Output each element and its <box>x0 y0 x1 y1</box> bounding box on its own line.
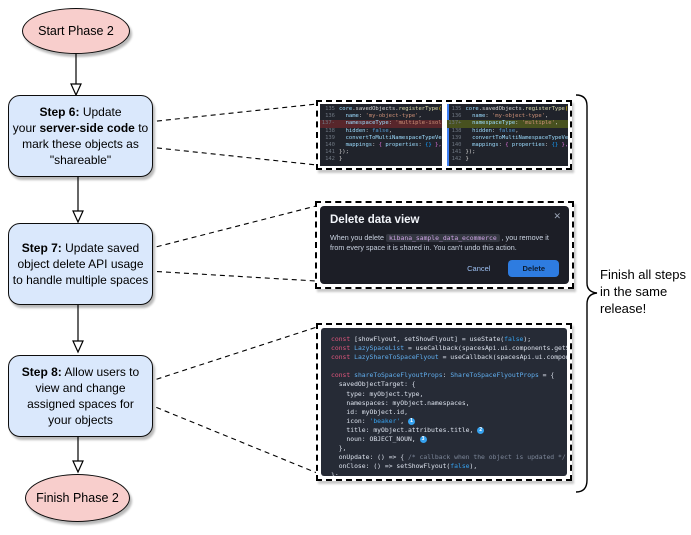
code-line: const [showFlyout, setShowFlyout] = useS… <box>331 335 532 343</box>
diff-line: 138 hidden: false, <box>451 127 519 134</box>
finish-label: Finish Phase 2 <box>36 491 119 505</box>
diff-line: 139 convertToMultiNamespaceTypeVersion: … <box>325 134 442 141</box>
arrow-step7-to-step8 <box>72 303 84 354</box>
diff-line: 138 hidden: false, <box>325 127 392 134</box>
node-finish-phase-2: Finish Phase 2 <box>25 474 130 522</box>
code-line: onUpdate: () => { /* callback when the o… <box>331 453 566 462</box>
code-line: }; <box>331 471 339 476</box>
arrow-step8-to-finish <box>72 435 84 474</box>
code-line: const LazySpaceList = useCallback(spaces… <box>331 344 567 353</box>
connector-step6-bottom <box>147 146 318 166</box>
data-view-code-badge: kibana_sample_data_ecommerce <box>385 234 500 242</box>
diff-line: 136 name: 'my-object-type', <box>325 113 422 120</box>
diff-line: 137+ namespaceType: 'multiple', <box>446 120 568 128</box>
code-line <box>331 362 567 371</box>
start-label: Start Phase 2 <box>38 24 114 38</box>
diff-line: 136 name: 'my-object-type', <box>451 113 549 120</box>
code-line: noun: OBJECT_NOUN, 3 <box>331 435 427 444</box>
code-line: namespaces: myObject.namespaces, <box>331 398 470 407</box>
screenshot-delete-modal: Delete data view ✕ When you delete kiban… <box>315 201 574 289</box>
code-line: const shareToSpaceFlyoutProps: ShareToSp… <box>331 371 555 380</box>
code-line: icon: 'beaker', 1 <box>331 416 415 425</box>
modal-body-prefix: When you delete <box>330 233 386 242</box>
code-line: title: myObject.attributes.title, 2 <box>331 425 485 434</box>
diff-line: 140 mappings: { properties: {} }, <box>325 142 442 149</box>
code-line: type: myObject.type, <box>331 389 424 398</box>
code-line: onClose: () => setShowFlyout(false), <box>331 462 478 471</box>
code-line: const LazyShareToSpaceFlyout = useCallba… <box>331 353 567 362</box>
modal-title: Delete data view <box>330 214 420 226</box>
screenshot-flyout-code: const [showFlyout, setShowFlyout] = useS… <box>316 323 572 481</box>
diff-line: 139 convertToMultiNamespaceTypeVersion: … <box>451 134 568 141</box>
connector-step7-top <box>147 205 317 250</box>
code-line: id: myObject.id, <box>331 407 408 416</box>
modal-actions: Cancel Delete <box>461 260 559 277</box>
diff-line: 142} <box>325 156 343 163</box>
code-line: savedObjectTarget: { <box>331 380 416 389</box>
code-snippet: const [showFlyout, setShowFlyout] = useS… <box>321 328 567 476</box>
delete-button[interactable]: Delete <box>508 260 559 277</box>
diff-line: 141}); <box>451 149 476 156</box>
connector-step8-bottom <box>147 403 318 474</box>
modal-body-suffix: , you remove it from every space it is s… <box>330 233 549 252</box>
diff-line: 140 mappings: { properties: {} }, <box>451 142 568 149</box>
cancel-button[interactable]: Cancel <box>461 263 496 274</box>
close-icon[interactable]: ✕ <box>553 211 561 221</box>
connector-step6-top <box>147 103 318 123</box>
callout-badge: 1 <box>407 417 415 425</box>
modal-body: When you delete kibana_sample_data_ecomm… <box>330 233 558 253</box>
arrow-step6-to-step7 <box>72 175 84 224</box>
dashed-connectors <box>147 103 318 474</box>
delete-data-view-modal: Delete data view ✕ When you delete kiban… <box>320 206 569 284</box>
callout-badge: 2 <box>477 426 485 434</box>
connector-step8-top <box>147 326 318 383</box>
callout-badge: 3 <box>419 436 427 444</box>
diff-line: 142} <box>451 156 469 163</box>
curly-brace <box>575 94 598 493</box>
arrow-start-to-step6 <box>70 52 82 97</box>
connector-step7-bottom <box>147 270 317 282</box>
diff-line: 137- namespaceType: 'multiple-isolated', <box>320 120 442 128</box>
code-line: }, <box>331 444 347 453</box>
node-start-phase-2: Start Phase 2 <box>22 8 130 54</box>
diff-line: 141}); <box>325 149 349 156</box>
annotation-finish-all-steps: Finish all steps in the same release! <box>600 267 686 316</box>
